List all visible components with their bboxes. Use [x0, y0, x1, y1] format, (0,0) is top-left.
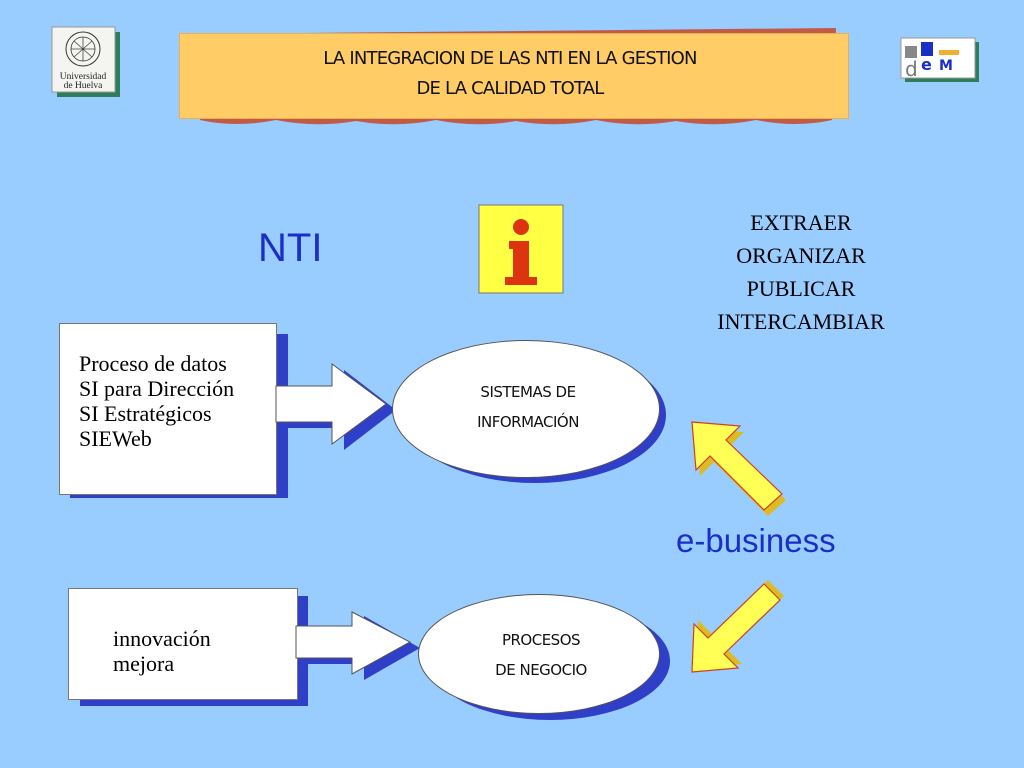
title-line-2: DE LA CALIDAD TOTAL — [416, 78, 605, 99]
info-systems-box: Proceso de datos SI para Dirección SI Es… — [59, 323, 277, 495]
page-title: LA INTEGRACION DE LAS NTI EN LA GESTION … — [180, 44, 840, 104]
svg-text:d: d — [905, 57, 918, 81]
oval1-line1: SISTEMAS DE — [480, 383, 576, 401]
oval2-line1: PROCESOS — [501, 631, 581, 649]
procesos-negocio-oval: PROCESOS DE NEGOCIO — [418, 594, 660, 714]
list-item: mejora — [113, 651, 175, 676]
oval1-line2: INFORMACIÓN — [477, 413, 579, 431]
verb-publicar: PUBLICAR — [746, 276, 856, 301]
university-logo: Universidad de Huelva — [51, 26, 120, 97]
oval2-line2: DE NEGOCIO — [495, 661, 587, 679]
innovation-box: innovación mejora — [68, 588, 298, 700]
svg-text:M: M — [939, 58, 953, 74]
title-line-1: LA INTEGRACION DE LAS NTI EN LA GESTION — [323, 48, 697, 69]
diagonal-down-left-arrow-icon — [686, 578, 786, 683]
verb-organizar: ORGANIZAR — [736, 243, 866, 268]
verb-extraer: EXTRAER — [750, 210, 852, 235]
dem-logo: d e M — [900, 37, 979, 82]
info-icon — [478, 204, 564, 294]
verb-intercambiar: INTERCAMBIAR — [717, 309, 885, 334]
list-item: Proceso de datos — [79, 351, 227, 376]
ebusiness-label: e-business — [676, 522, 836, 559]
university-name-line1: Universidad — [60, 72, 107, 82]
list-item: SI para Dirección — [79, 376, 235, 401]
svg-text:e: e — [921, 55, 932, 74]
university-name-line2: de Huelva — [64, 81, 104, 91]
title-banner — [180, 34, 848, 118]
list-item: SI Estratégicos — [79, 401, 212, 426]
list-item: SIEWeb — [79, 426, 152, 451]
list-item: innovación — [113, 626, 211, 651]
action-verbs-list: EXTRAER ORGANIZAR PUBLICAR INTERCAMBIAR — [686, 206, 916, 338]
right-arrow-icon — [295, 611, 422, 687]
sistemas-informacion-oval: SISTEMAS DE INFORMACIÓN — [392, 340, 660, 478]
nti-label: NTI — [258, 226, 323, 270]
diagonal-up-left-arrow-icon — [688, 418, 788, 523]
right-arrow-icon — [275, 363, 396, 459]
